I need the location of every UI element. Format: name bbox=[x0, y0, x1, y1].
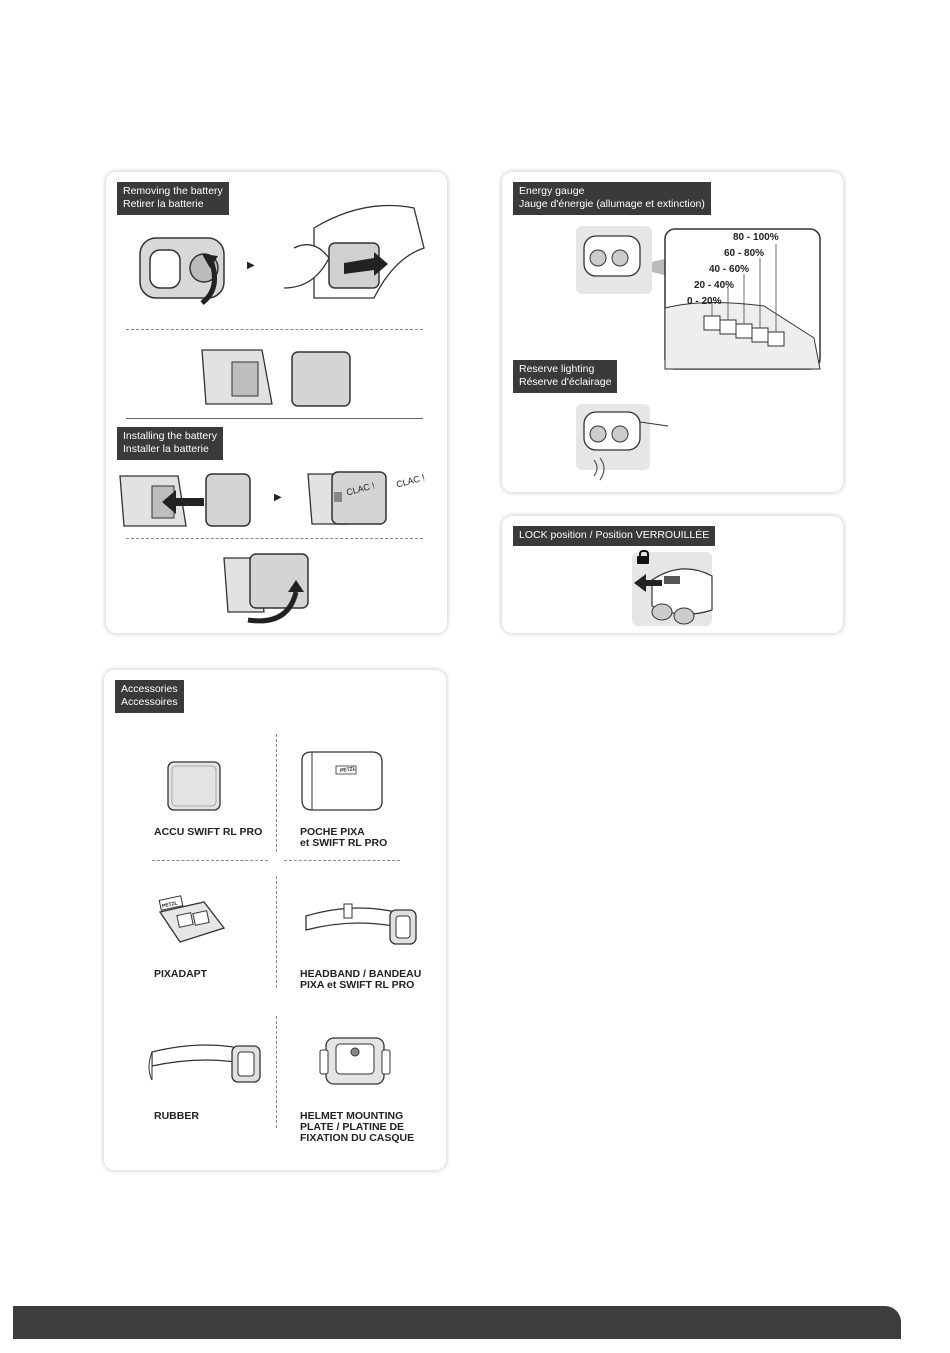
gauge-level-80-100: 80 - 100% bbox=[733, 232, 779, 243]
accessory-caption-rubber: RUBBER bbox=[154, 1110, 199, 1122]
reserve-title: Reserve lighting bbox=[519, 363, 595, 375]
energy-gauge-tag: Energy gauge Jauge d'énergie (allumage e… bbox=[513, 182, 711, 215]
accessories-panel: Accessories Accessoires ACCU SWIFT RL PR… bbox=[104, 670, 446, 1170]
installing-battery-tag: Installing the battery Installer la batt… bbox=[117, 427, 223, 460]
installing-title: Installing the battery bbox=[123, 430, 217, 442]
gauge-level-20-40: 20 - 40% bbox=[694, 280, 735, 291]
accu-battery-illustration bbox=[167, 761, 221, 811]
clac-text-2: CLAC ! bbox=[395, 472, 426, 490]
lock-illustration bbox=[632, 552, 713, 626]
accessories-tag: Accessories Accessoires bbox=[115, 680, 184, 713]
accessory-caption-pixadapt: PIXADAPT bbox=[154, 968, 208, 980]
accessory-caption-poche: POCHE PIXA et SWIFT RL PRO bbox=[300, 826, 388, 849]
reserve-lighting-tag: Reserve lighting Réserve d'éclairage bbox=[513, 360, 618, 393]
reserve-subtitle: Réserve d'éclairage bbox=[519, 376, 612, 388]
col-divider-2 bbox=[276, 876, 277, 988]
install-step1-illustration bbox=[119, 473, 251, 527]
remove-step1-illustration bbox=[139, 237, 225, 305]
divider-dashed-1 bbox=[126, 329, 423, 330]
divider-dashed-2 bbox=[126, 538, 423, 539]
accessories-subtitle: Accessoires bbox=[121, 696, 178, 708]
gauge-level-40-60: 40 - 60% bbox=[709, 264, 750, 275]
lock-position-tag: LOCK position / Position VERROUILLÉE bbox=[513, 526, 716, 546]
col-divider-1 bbox=[276, 734, 277, 852]
gauge-level-0-20: 0 - 20% bbox=[687, 296, 722, 307]
energy-headlamp-illustration bbox=[576, 226, 652, 294]
reserve-headlamp-illustration bbox=[576, 404, 669, 481]
accessories-title: Accessories bbox=[121, 683, 178, 695]
battery-panel: Removing the battery Retirer la batterie… bbox=[106, 172, 447, 633]
install-step2-illustration bbox=[307, 471, 387, 525]
gauge-level-60-80: 60 - 80% bbox=[724, 248, 765, 259]
lock-icon bbox=[637, 550, 649, 564]
row-divider-left bbox=[152, 860, 268, 861]
rubber-headband-illustration bbox=[148, 1044, 261, 1083]
removing-battery-tag: Removing the battery Retirer la batterie bbox=[117, 182, 229, 215]
pixadapt-illustration bbox=[158, 895, 226, 943]
helmet-plate-illustration bbox=[319, 1037, 391, 1085]
poche-pixa-illustration bbox=[301, 751, 383, 811]
energy-subtitle: Jauge d'énergie (allumage et extinction) bbox=[519, 198, 705, 210]
col-divider-3 bbox=[276, 1016, 277, 1128]
lock-panel: LOCK position / Position VERROUILLÉE bbox=[502, 516, 843, 633]
installing-subtitle: Installer la batterie bbox=[123, 443, 209, 455]
energy-gauge-zoom bbox=[664, 228, 821, 370]
step-arrow-icon-2: ▶ bbox=[274, 492, 282, 503]
accessory-caption-helmet-plate: HELMET MOUNTING PLATE / PLATINE DE FIXAT… bbox=[300, 1110, 415, 1144]
removing-title: Removing the battery bbox=[123, 185, 223, 197]
divider-solid bbox=[126, 418, 423, 419]
footer-bar bbox=[13, 1306, 901, 1339]
removing-subtitle: Retirer la batterie bbox=[123, 198, 204, 210]
headband-illustration bbox=[305, 903, 417, 945]
remove-step2-illustration bbox=[283, 204, 425, 299]
energy-panel: Energy gauge Jauge d'énergie (allumage e… bbox=[502, 172, 843, 492]
accessory-caption-accu: ACCU SWIFT RL PRO bbox=[154, 826, 263, 838]
energy-title: Energy gauge bbox=[519, 185, 585, 197]
row-divider-right bbox=[284, 860, 400, 861]
install-step3-illustration bbox=[223, 553, 309, 624]
step-arrow-icon: ▶ bbox=[247, 260, 255, 271]
remove-step3-illustration bbox=[201, 349, 351, 407]
accessory-caption-headband: HEADBAND / BANDEAU PIXA et SWIFT RL PRO bbox=[300, 968, 422, 991]
